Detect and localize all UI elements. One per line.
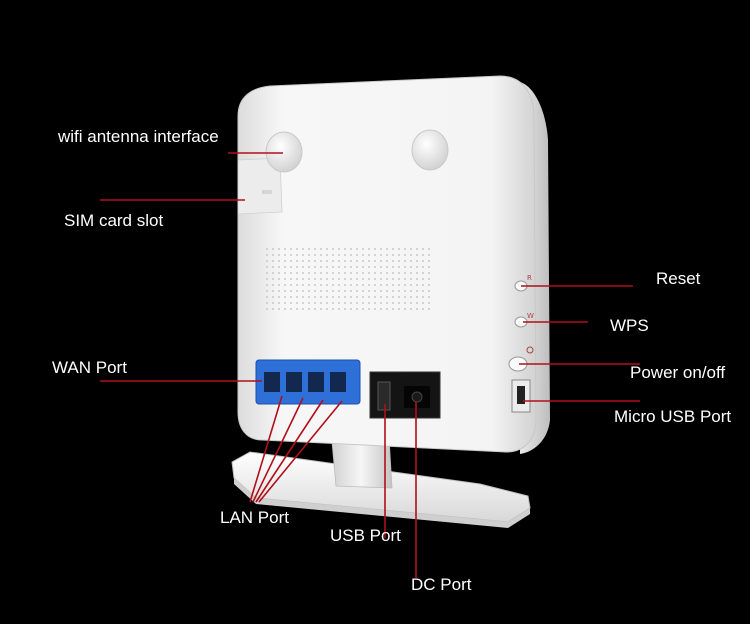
label-wifi-antenna-interface: wifi antenna interface (58, 127, 219, 146)
antenna-connector-right (411, 129, 449, 171)
antenna-connector-left (265, 131, 303, 173)
label-dc-port: DC Port (411, 575, 472, 594)
label-reset: Reset (656, 269, 701, 288)
callout-lan-1 (249, 395, 283, 503)
usb-dc-port-block (369, 371, 441, 419)
callout-lan-4 (258, 400, 343, 503)
lan-wan-port-block (255, 359, 361, 405)
label-lan-port: LAN Port (220, 508, 289, 527)
label-sim-card-slot: SIM card slot (64, 211, 164, 230)
power-button (508, 346, 534, 372)
micro-usb-port (511, 379, 531, 413)
ventilation-grille (262, 244, 432, 310)
label-power-on-off: Power on/off (630, 363, 726, 382)
label-wan-port: WAN Port (52, 358, 127, 377)
label-micro-usb-port: Micro USB Port (614, 407, 732, 426)
reset-marking: R (527, 274, 532, 282)
label-usb-port: USB Port (330, 526, 401, 545)
callout-lines (100, 152, 640, 578)
sim-card-slot (237, 157, 283, 215)
wps-marking: W (527, 312, 534, 320)
callout-lan-2 (252, 397, 304, 503)
label-wps: WPS (610, 316, 649, 335)
callout-lan-3 (255, 399, 324, 503)
